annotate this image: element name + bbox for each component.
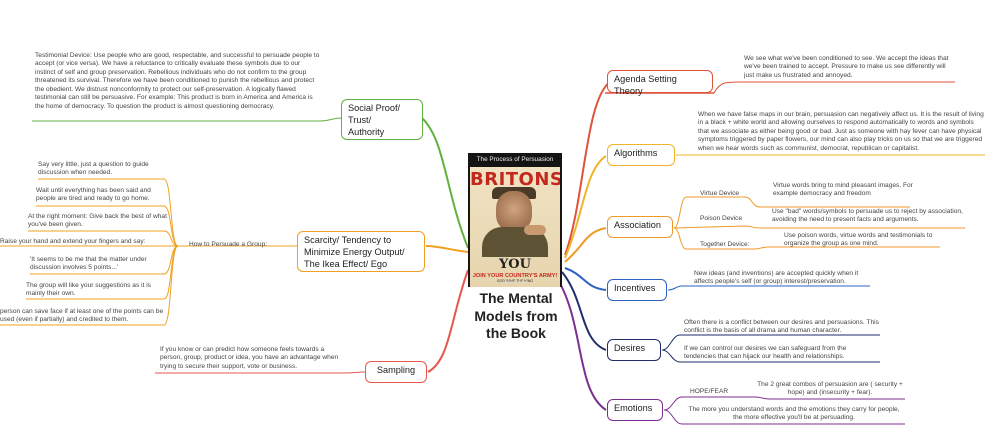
cover-author: Clyde K. Miller [502, 279, 528, 284]
social-label-line-1: Social Proof/ [348, 103, 401, 113]
link-agenda [564, 81, 611, 256]
group-step-7: person can save face if at least one of … [0, 308, 164, 324]
topic-social-proof[interactable]: Social Proof/ Trust/ Authority [341, 99, 423, 140]
link-association [564, 227, 607, 263]
scarcity-label-line-1: Scarcity/ Tendency to [304, 235, 392, 245]
poster-pointing-hand [524, 225, 546, 235]
association-poison-note: Use "bad" words/symbols to persuade us t… [772, 208, 963, 224]
social-label-line-3: Authority [348, 126, 385, 137]
book-cover: The Process of Persuasion BRITONS YOU JO… [468, 153, 562, 287]
topic-agenda-setting[interactable]: Agenda Setting Theory [607, 70, 713, 96]
link-emotions [554, 274, 607, 411]
topic-desires[interactable]: Desires [607, 339, 661, 361]
link-incentives [564, 267, 607, 291]
central-title-line-3: the Book [486, 325, 546, 341]
link-desires [561, 271, 607, 351]
group-step-4: Raise your hand and extend your fingers … [0, 238, 146, 245]
incentives-note: New ideas (and inventions) are accepted … [694, 270, 859, 286]
scarcity-group-label: How to Persuade a Group: [189, 241, 268, 248]
group-step-2: Wait until everything has been said and … [36, 187, 151, 203]
cover-title-band: The Process of Persuasion [468, 153, 562, 167]
emotions-combos-note: The 2 great combos of persuasion are ( s… [757, 381, 903, 397]
association-virtue-note: Virtue words bring to mind pleasant imag… [773, 182, 913, 198]
agenda-note: We see what we've been conditioned to se… [744, 55, 949, 79]
central-topic[interactable]: The Mental Models from the Book [470, 290, 562, 343]
poster-you: YOU [499, 257, 531, 272]
topic-association[interactable]: Association [607, 216, 673, 238]
poster-face [496, 191, 532, 231]
group-step-1: Say very little, just a question to guid… [38, 161, 149, 177]
poster-headline: BRITONS [470, 169, 560, 190]
central-title-line-1: The Mental [479, 290, 553, 306]
desires-note-control: If we can control our desires we can saf… [684, 345, 847, 361]
poster-god-save: GOD SAVE THE KING [496, 279, 534, 283]
central-title-line-2: Models from [474, 307, 558, 324]
social-proof-note: Testimonial Device: Use people who are g… [35, 52, 320, 110]
link-sampling [427, 269, 469, 373]
association-sub-together: Together Device: [700, 241, 750, 248]
algorithms-note: When we have false maps in our brain, pe… [698, 111, 984, 152]
association-together-note: Use poison words, virtue words and testi… [784, 232, 933, 248]
topic-incentives[interactable]: Incentives [607, 279, 667, 301]
link-scarcity [425, 245, 469, 253]
topic-emotions[interactable]: Emotions [607, 399, 663, 421]
cover-poster: BRITONS YOU JOIN YOUR COUNTRY'S ARMY! GO… [470, 167, 560, 287]
association-sub-poison: Poison Device [700, 215, 743, 222]
group-step-3: At the right moment: Give back the best … [28, 213, 167, 229]
poster-join: JOIN YOUR COUNTRY'S ARMY! [472, 273, 558, 279]
emotions-sub-hope-fear: HOPE/FEAR [690, 388, 729, 395]
association-sub-virtue: Virtue Device [700, 190, 740, 197]
group-step-5: 'It seems to be me that the matter under… [30, 256, 147, 272]
social-label-line-2: Trust/ [348, 114, 372, 125]
emotions-note: The more you understand words and the em… [688, 406, 900, 422]
topic-sampling[interactable]: Sampling [365, 361, 427, 383]
group-step-6: The group will like your suggestions as … [26, 282, 151, 298]
topic-algorithms[interactable]: Algorithms [607, 144, 675, 166]
topic-scarcity[interactable]: Scarcity/ Tendency to Minimize Energy Ou… [297, 231, 425, 272]
desires-note-conflict: Often there is a conflict between our de… [684, 319, 879, 335]
scarcity-label-line-2: Minimize Energy Output/ [304, 246, 405, 257]
sampling-note: If you know or can predict how someone f… [160, 346, 339, 370]
link-social [421, 117, 469, 249]
scarcity-label-line-3: The Ikea Effect/ Ego [304, 258, 388, 269]
link-algorithms [564, 155, 607, 259]
